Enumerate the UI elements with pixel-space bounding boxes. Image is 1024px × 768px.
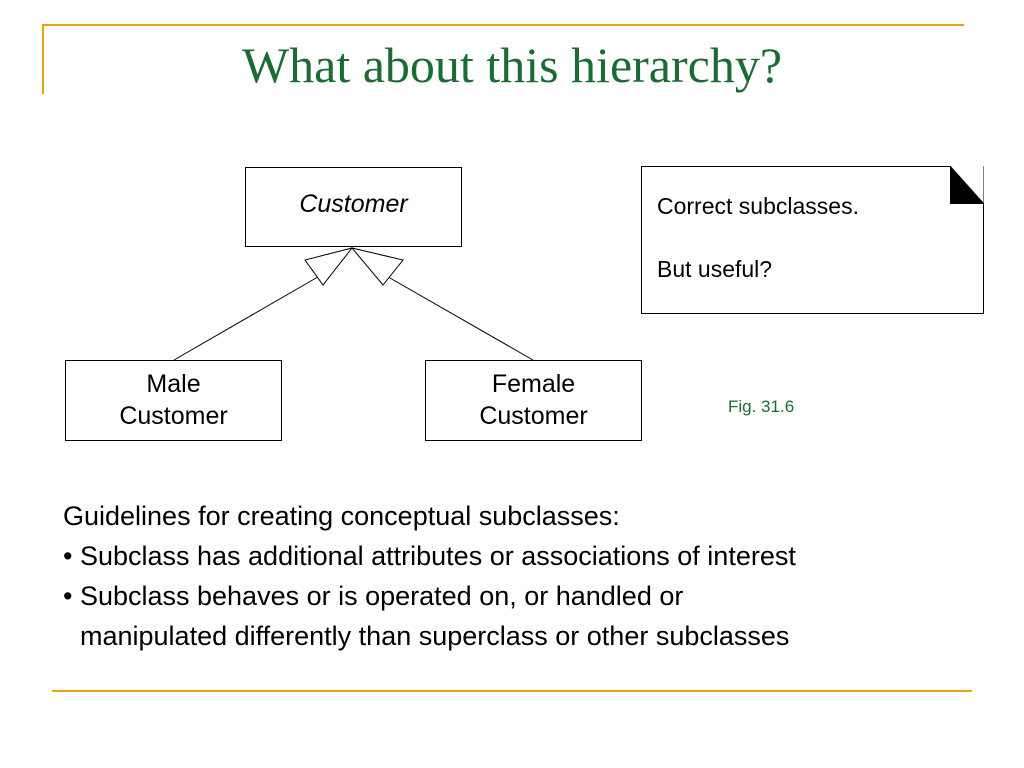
female-customer-class-box: Female Customer [425,360,642,441]
top-rule [42,24,964,26]
note-line-1: Correct subclasses. [657,193,859,219]
female-customer-label-line1: Female [491,370,576,399]
male-customer-label-line1: Male [146,370,201,399]
left-rule [42,24,44,94]
guideline-bullet-2-line-1: • Subclass behaves or is operated on, or… [63,581,684,611]
male-generalization-arrowhead [304,247,354,286]
female-customer-label-line2: Customer [479,401,588,430]
guidelines-heading: Guidelines for creating conceptual subcl… [63,501,620,531]
female-generalization-line [382,273,534,361]
guidelines-text: Guidelines for creating conceptual subcl… [63,496,1003,656]
note-line-2: But useful? [657,256,773,282]
note-folded-corner-icon [950,166,984,204]
bottom-rule [52,690,972,692]
slide-title: What about this hierarchy? [241,37,783,93]
male-generalization-line [173,273,324,361]
female-generalization-arrowhead [350,247,404,286]
male-customer-class-box: Male Customer [65,360,282,441]
uml-note: Correct subclasses. But useful? [641,166,984,314]
customer-class-box: Customer [245,167,462,247]
guideline-bullet-2-line-2: manipulated differently than superclass … [80,621,790,651]
customer-class-label: Customer [299,190,408,219]
figure-label: Fig. 31.6 [728,397,795,416]
guideline-bullet-1: • Subclass has additional attributes or … [63,541,796,571]
male-customer-label-line2: Customer [119,401,228,430]
